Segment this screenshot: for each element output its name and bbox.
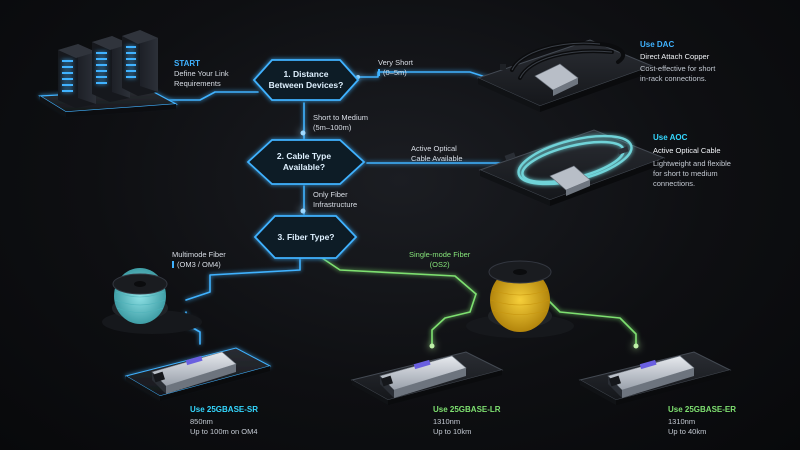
branch-very-short-line-1: Very Short xyxy=(378,58,414,67)
branch-active-optical-line-2: Cable Available xyxy=(411,154,463,163)
question-3-line-1: 3. Fiber Type? xyxy=(277,232,335,242)
outcome-sr: Use 25GBASE-SR 850nm Up to 100m on OM4 xyxy=(190,405,258,437)
question-2: 2. Cable Type Available? xyxy=(254,151,354,173)
q1-hexagon xyxy=(252,59,360,101)
branch-only-fiber-line-2: Infrastructure xyxy=(313,200,358,209)
q2-hexagon xyxy=(246,139,366,185)
dac-cable-icon xyxy=(476,39,654,112)
branch-very-short-range: (0–5m) xyxy=(383,68,407,77)
outcome-dac-title: Use DAC xyxy=(640,40,675,49)
outcome-lr: Use 25GBASE-LR 1310nm Up to 10km xyxy=(433,405,501,437)
branch-short-medium-line-1: Short to Medium xyxy=(313,113,369,122)
outcome-aoc-title: Use AOC xyxy=(653,133,688,142)
branch-multimode-line-1: Multimode Fiber xyxy=(172,250,226,259)
question-3: 3. Fiber Type? xyxy=(256,232,356,243)
question-nodes xyxy=(246,59,366,259)
question-1: 1. Distance Between Devices? xyxy=(256,69,356,91)
wire-spool-lr xyxy=(431,293,477,347)
sfp-transceiver-icon xyxy=(578,351,732,405)
outcome-lr-title: Use 25GBASE-LR xyxy=(433,405,501,414)
outcome-dac: Use DAC Direct Attach Copper Cost-effect… xyxy=(640,40,715,84)
outcome-aoc-subtitle: Active Optical Cable xyxy=(653,146,721,155)
outcome-lr-line-1: 1310nm xyxy=(433,417,461,426)
sfp-transceiver-icon xyxy=(350,351,504,405)
start-title: START xyxy=(174,59,201,68)
start-line-2: Requirements xyxy=(174,79,221,88)
branch-very-short: Very Short (0–5m) xyxy=(378,58,413,78)
outcome-lr-line-2: Up to 10km xyxy=(433,427,472,436)
branch-short-medium: Short to Medium (5m–100m) xyxy=(313,113,368,133)
server-rack-icon xyxy=(38,30,179,117)
wire-spool-er xyxy=(547,299,637,347)
wire-start-q1 xyxy=(149,91,259,101)
branch-singlemode: Single-mode Fiber (OS2) xyxy=(409,250,470,270)
branch-singlemode-line-1: Single-mode Fiber xyxy=(409,250,471,259)
question-2-line-2: Available? xyxy=(282,162,326,172)
branch-singlemode-line-2: (OS2) xyxy=(429,260,450,269)
outcome-er-line-2: Up to 40km xyxy=(668,427,707,436)
branch-multimode-line-2: (OM3 / OM4) xyxy=(172,260,226,270)
branch-marker xyxy=(378,69,380,76)
branch-marker xyxy=(172,261,174,268)
branch-short-medium-line-2: (5m–100m) xyxy=(313,123,352,132)
outcome-dac-line-1: Cost-effective for short xyxy=(640,64,716,73)
branch-active-optical-line-1: Active Optical xyxy=(411,144,457,153)
question-1-line-1: 1. Distance xyxy=(283,69,329,79)
branch-only-fiber-line-1: Only Fiber xyxy=(313,190,348,199)
outcome-aoc-line-1: Lightweight and flexible xyxy=(653,159,731,168)
outcome-er-line-1: 1310nm xyxy=(668,417,696,426)
outcome-er: Use 25GBASE-ER 1310nm Up to 40km xyxy=(668,405,736,437)
question-1-line-2: Between Devices? xyxy=(268,80,344,90)
outcome-dac-line-2: in-rack connections. xyxy=(640,74,707,83)
aoc-cable-icon xyxy=(478,129,666,206)
fiber-spool-icon xyxy=(102,268,202,334)
question-2-line-1: 2. Cable Type xyxy=(276,151,332,161)
wire-q3-multimode xyxy=(185,257,301,301)
start-line-1: Define Your Link xyxy=(174,69,229,78)
outcome-aoc-line-2: for short to medium xyxy=(653,169,718,178)
outcome-dac-subtitle: Direct Attach Copper xyxy=(640,52,710,61)
branch-only-fiber: Only Fiber Infrastructure xyxy=(313,190,357,210)
sfp-transceiver-icon xyxy=(124,347,272,401)
outcome-er-title: Use 25GBASE-ER xyxy=(668,405,737,414)
outcome-sr-line-1: 850nm xyxy=(190,417,213,426)
branch-active-optical: Active Optical Cable Available xyxy=(411,144,463,164)
branch-multimode: Multimode Fiber (OM3 / OM4) xyxy=(172,250,226,270)
fiber-spool-icon xyxy=(466,260,574,338)
wire-q3-singlemode xyxy=(321,257,477,295)
outcome-aoc: Use AOC Active Optical Cable Lightweight… xyxy=(653,133,731,189)
outcome-aoc-line-3: connections. xyxy=(653,179,696,188)
branch-multimode-type: (OM3 / OM4) xyxy=(177,260,221,269)
q3-hexagon xyxy=(253,215,358,259)
start-node: START Define Your Link Requirements xyxy=(174,59,229,89)
outcome-sr-title: Use 25GBASE-SR xyxy=(190,405,259,414)
outcome-sr-line-2: Up to 100m on OM4 xyxy=(190,427,258,436)
branch-very-short-line-2: (0–5m) xyxy=(378,68,413,78)
